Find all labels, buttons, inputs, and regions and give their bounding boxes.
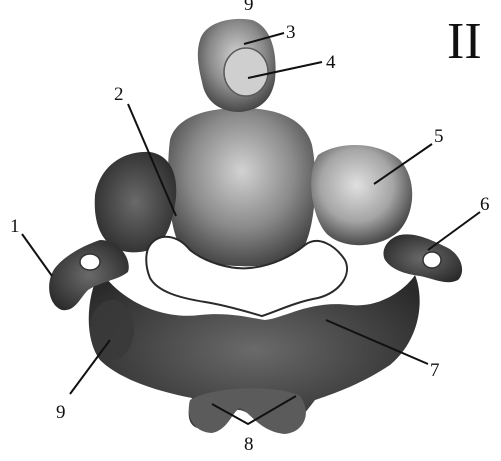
- dens-facet: [224, 48, 268, 96]
- spinous-process: [189, 388, 306, 434]
- label-1: 1: [10, 216, 20, 237]
- left-transverse-foramen: [80, 254, 100, 270]
- leader-1: [22, 234, 52, 276]
- panel-label: II: [447, 13, 482, 70]
- left-inferior-facet: [90, 300, 134, 360]
- label-3: 3: [286, 22, 296, 43]
- label-9-top: 9: [244, 0, 254, 15]
- right-transverse-foramen: [423, 252, 441, 268]
- right-superior-facet: [311, 145, 412, 245]
- label-7: 7: [430, 360, 440, 381]
- leader-6: [428, 212, 480, 250]
- label-4: 4: [326, 52, 336, 73]
- vertebral-body: [168, 108, 315, 266]
- label-5: 5: [434, 126, 444, 147]
- leader-9-left: [70, 340, 110, 394]
- label-8: 8: [244, 434, 254, 455]
- label-9-left: 9: [56, 402, 66, 423]
- label-6: 6: [480, 194, 490, 215]
- bone-body: [49, 19, 462, 434]
- label-2: 2: [114, 84, 124, 105]
